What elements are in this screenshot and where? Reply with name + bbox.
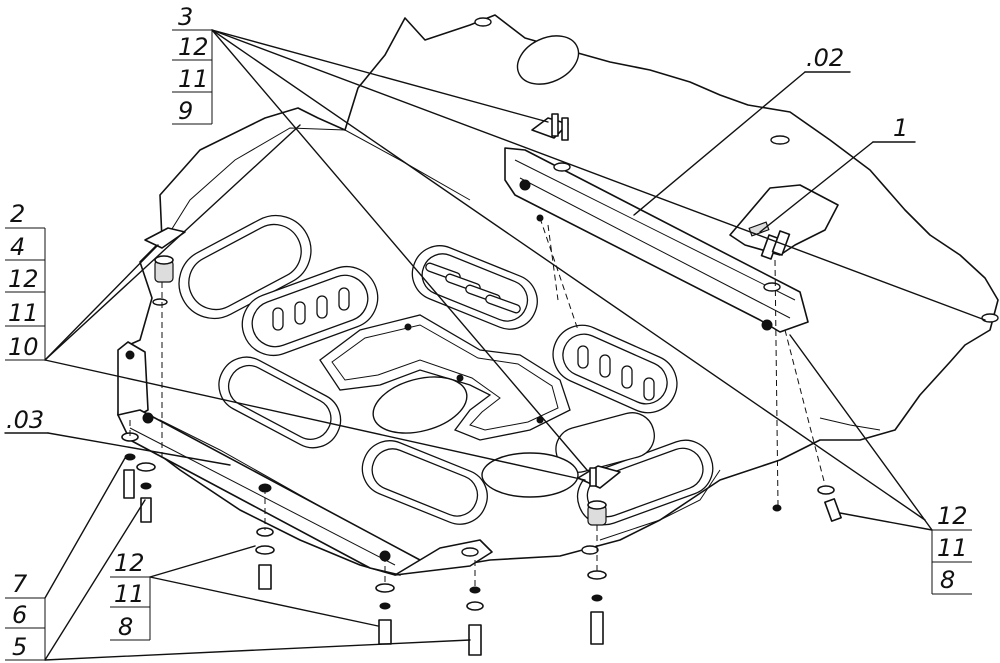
callout-11: 11 <box>178 65 209 93</box>
fastener-stack-rear-right <box>587 570 607 645</box>
callout-top-stack: 3 12 11 9 <box>178 3 209 125</box>
front-stud-bracket <box>531 113 569 141</box>
callout-part-03: .03 <box>6 406 44 434</box>
callout-12: 12 <box>8 265 39 293</box>
callout-part-1: 1 <box>893 114 908 142</box>
fastener-stack-right <box>772 485 842 522</box>
rib-oval-5-inner <box>227 364 332 440</box>
fastener-stack-rear-left <box>375 583 395 645</box>
callout-6: 6 <box>12 601 27 629</box>
callout-12: 12 <box>937 502 968 530</box>
callout-7: 7 <box>12 570 28 598</box>
callout-11: 11 <box>937 534 968 562</box>
callout-bottom-left-stack: 7 6 5 <box>12 570 28 661</box>
callout-10: 10 <box>8 333 39 361</box>
rib-oval-6-inner <box>371 448 479 517</box>
callout-3: 3 <box>178 3 193 31</box>
callout-11: 11 <box>8 299 39 327</box>
callout-12: 12 <box>114 549 145 577</box>
callout-8: 8 <box>940 566 955 594</box>
left-front-bracket <box>144 227 186 283</box>
rib-center-u-inner <box>331 324 559 431</box>
drain-opening-front <box>516 35 580 85</box>
callout-left-stack: 2 4 12 11 10 <box>8 200 39 361</box>
callout-8: 8 <box>118 613 133 641</box>
vent-slots-top <box>425 262 521 314</box>
callout-bottom-mid-stack: 12 11 8 <box>114 549 145 641</box>
mounting-holes <box>152 17 999 555</box>
callout-2: 2 <box>10 200 25 228</box>
rib-oval-8 <box>555 412 655 473</box>
drain-opening-center <box>372 376 468 434</box>
rear-bracket <box>394 539 493 576</box>
leader-lines <box>4 29 986 661</box>
callout-5: 5 <box>12 633 27 661</box>
assembly-projection-lines <box>129 217 826 590</box>
callout-12: 12 <box>178 33 209 61</box>
callout-right-stack: 12 11 8 <box>937 502 968 594</box>
vent-slots-left <box>272 287 350 331</box>
cross-member-bracket <box>504 147 809 333</box>
skid-plate-body <box>117 14 999 576</box>
fastener-stack-left <box>121 432 156 523</box>
rib-oval-4-inner <box>562 333 668 405</box>
rib-oval-1-inner <box>188 223 302 311</box>
callout-part-02: .02 <box>806 44 844 72</box>
callout-9: 9 <box>178 97 193 125</box>
drain-opening-rear <box>481 452 579 498</box>
callout-4: 4 <box>10 233 25 261</box>
vent-slots-right <box>577 345 655 401</box>
callout-11: 11 <box>114 580 145 608</box>
fastener-stack-rear-mid <box>466 586 484 656</box>
